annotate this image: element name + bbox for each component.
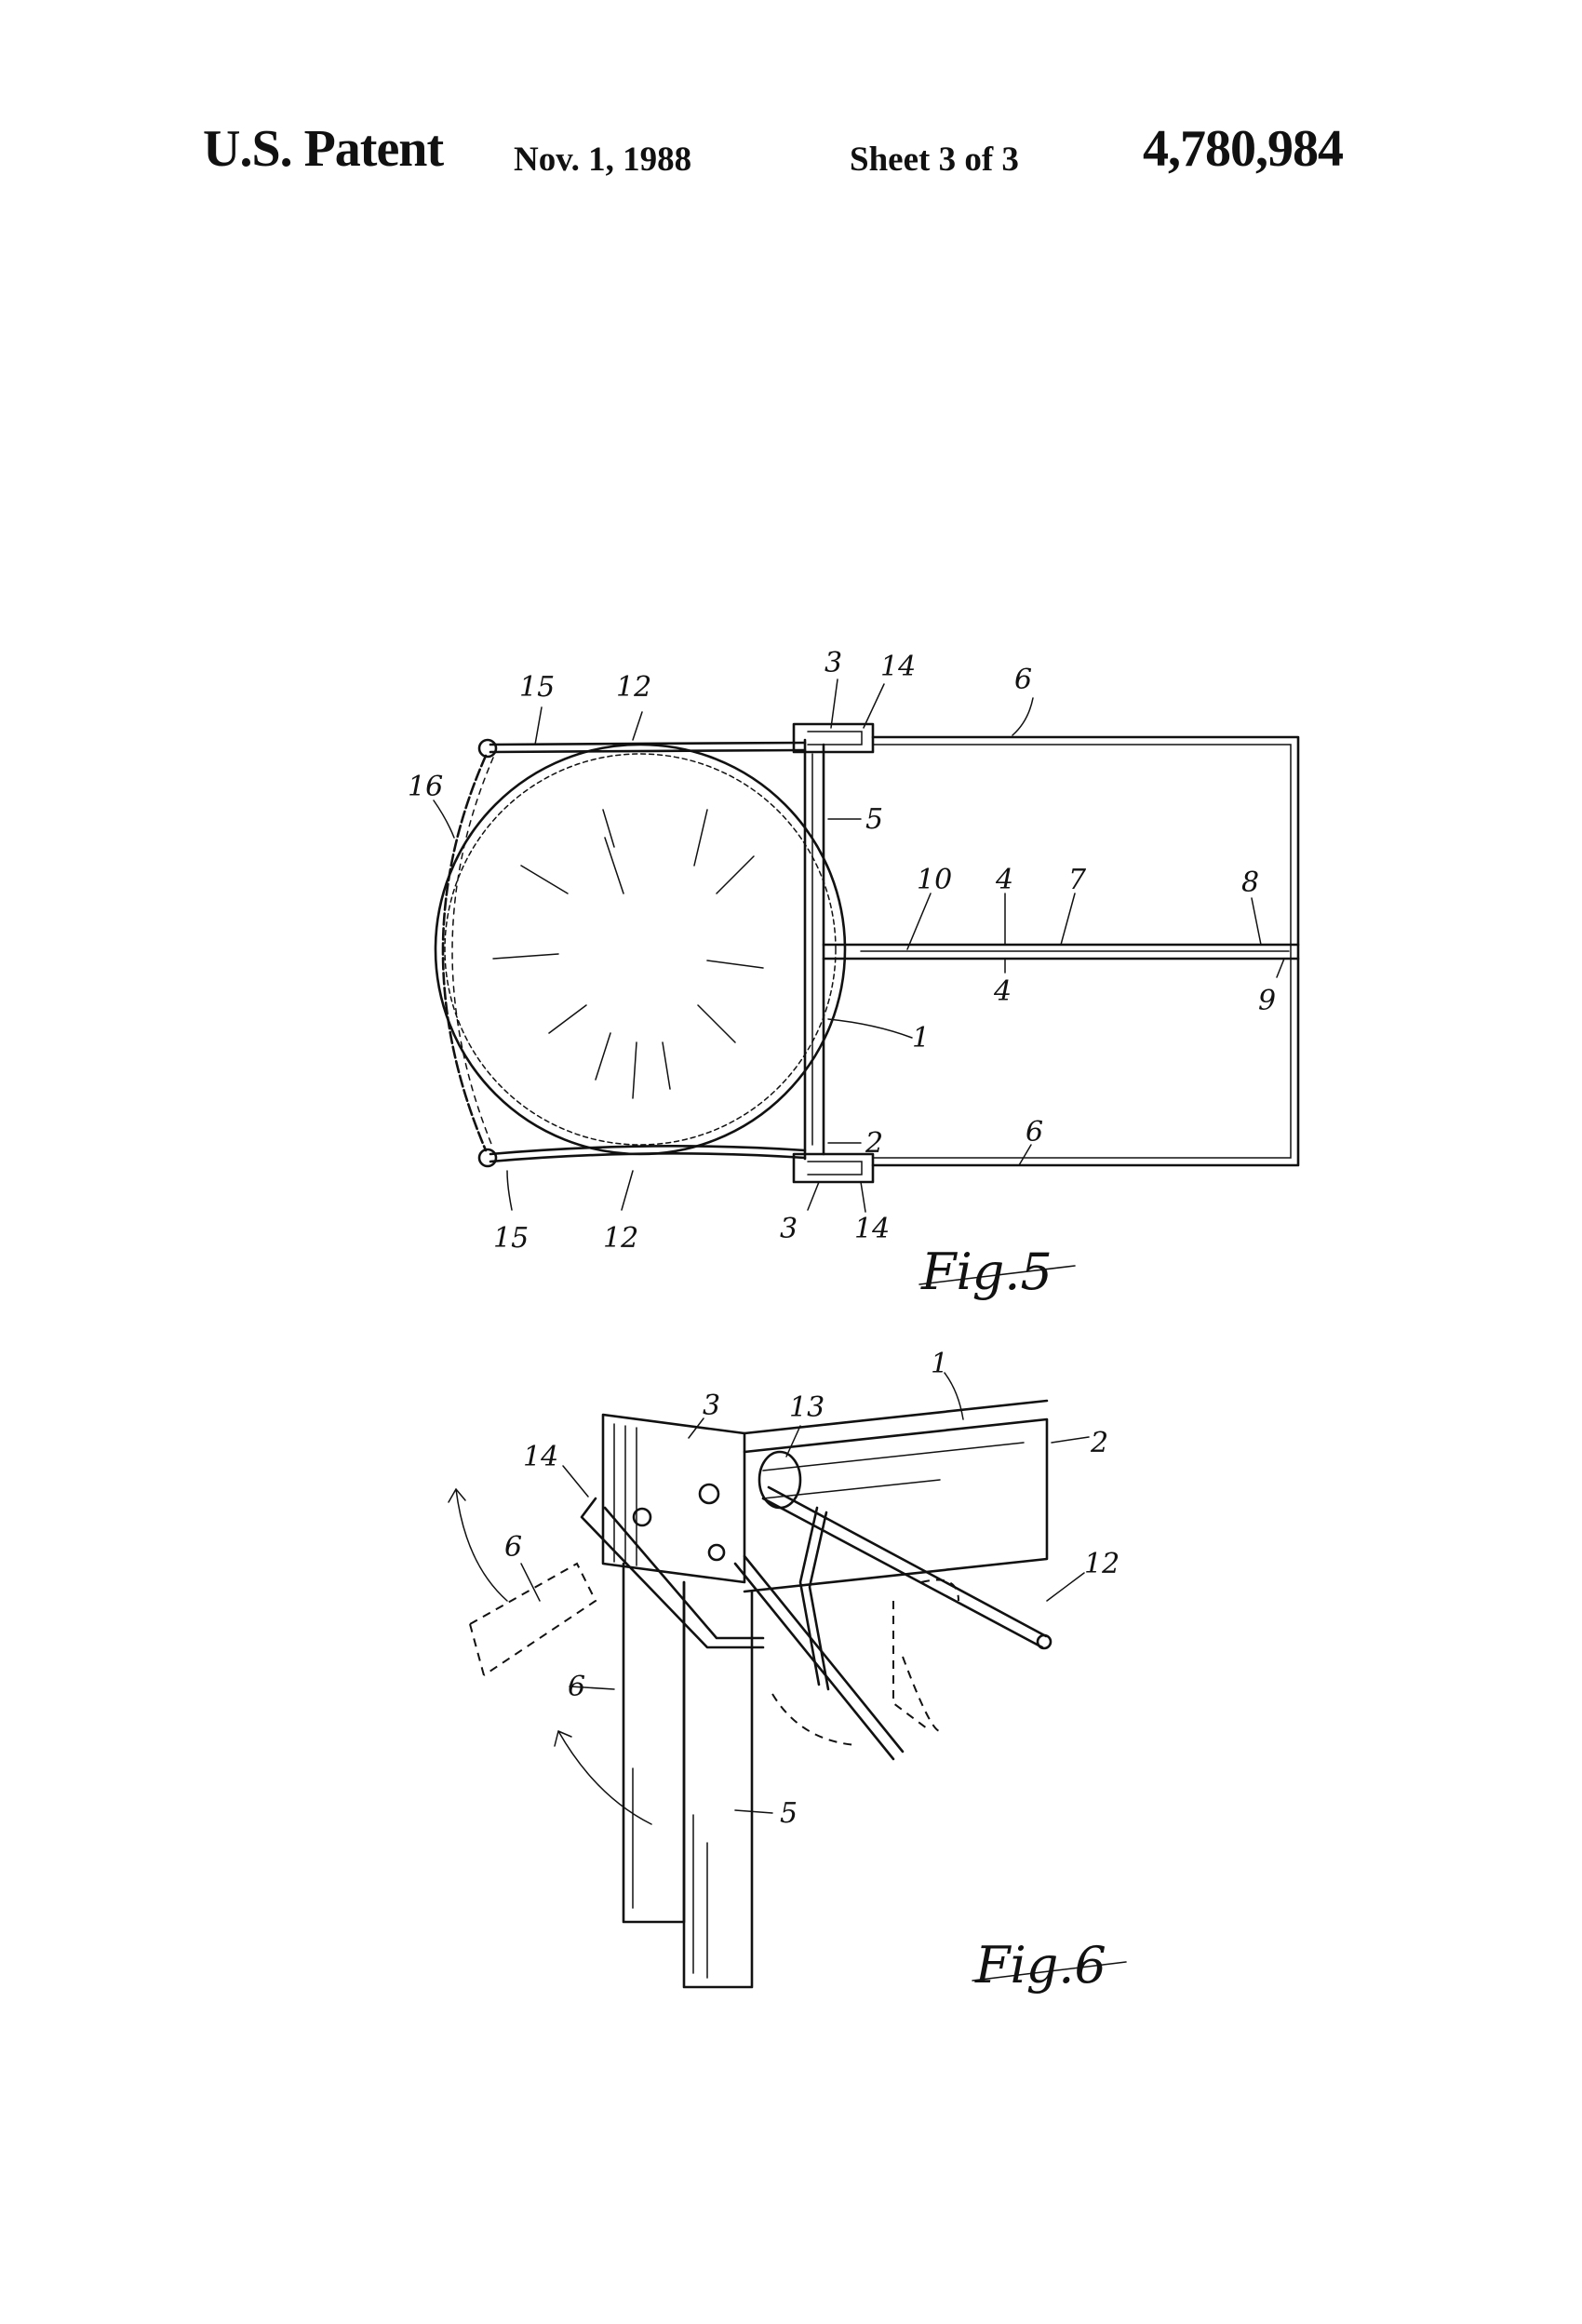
fig5-label-1: 1 xyxy=(912,1022,930,1055)
fig5-drum xyxy=(434,743,847,1156)
fig6-label-6b: 6 xyxy=(568,1671,585,1703)
fig5-label-15b: 15 xyxy=(493,1222,529,1255)
fig6-caption-underline xyxy=(972,1961,1127,1981)
fig6-caption: Fig.6 xyxy=(974,1936,1106,1995)
fig5-label-6b: 6 xyxy=(1026,1116,1043,1149)
fig5-label-14: 14 xyxy=(880,651,916,683)
fig6-leaders xyxy=(520,1372,1090,1814)
fig5-chain xyxy=(441,754,494,1152)
fig5-label-2: 2 xyxy=(865,1127,883,1160)
fig6-dashed-positions xyxy=(469,1562,959,1732)
fig6-handle-14 xyxy=(580,1497,765,1649)
fig5-label-8: 8 xyxy=(1241,866,1259,899)
fig6-label-14: 14 xyxy=(523,1441,558,1473)
fig5-reference-labels: 15 12 3 14 6 16 5 10 4 7 8 4 9 1 2 6 15 … xyxy=(408,647,1276,1255)
fig5-label-5: 5 xyxy=(865,803,883,836)
patent-header-title: U.S. Patent xyxy=(203,120,444,178)
patent-header-date: Nov. 1, 1988 xyxy=(514,141,692,179)
fig5-label-4: 4 xyxy=(995,864,1013,896)
fig5-label-12: 12 xyxy=(616,671,651,704)
fig6-label-13: 13 xyxy=(789,1391,825,1424)
fig5-leaders xyxy=(433,678,1285,1213)
patent-header-sheet: Sheet 3 of 3 xyxy=(850,141,1019,179)
fig6-label-2: 2 xyxy=(1090,1427,1108,1459)
fig5-label-7: 7 xyxy=(1068,864,1087,896)
fig5-label-3: 3 xyxy=(825,647,842,679)
fig5-label-4b: 4 xyxy=(993,975,1012,1008)
fig6-label-3: 3 xyxy=(703,1390,720,1422)
fig6-motion-arrows xyxy=(448,1488,857,1825)
fig6-plate-3 xyxy=(601,1413,746,1584)
fig5-label-14b: 14 xyxy=(854,1213,890,1245)
patent-header-number: 4,780,984 xyxy=(1143,120,1344,178)
fig5-label-3b: 3 xyxy=(780,1213,798,1245)
fig6-legs-5-6 xyxy=(622,1562,754,1989)
fig6-label-5: 5 xyxy=(780,1797,798,1830)
fig6-label-12: 12 xyxy=(1084,1548,1119,1580)
fig5-label-10: 10 xyxy=(917,864,952,896)
fig5-label-9: 9 xyxy=(1258,985,1276,1017)
fig5-label-16: 16 xyxy=(408,771,443,803)
fig6-reference-labels: 1 3 13 14 2 6 12 6 5 xyxy=(504,1348,1119,1830)
fig6-label-6: 6 xyxy=(504,1531,522,1564)
fig5-label-15: 15 xyxy=(519,671,555,704)
fig5-label-12b: 12 xyxy=(603,1222,638,1255)
fig6-label-1: 1 xyxy=(931,1348,948,1380)
fig6-ring-13 xyxy=(757,1450,830,1691)
fig5-caption-underline xyxy=(918,1265,1076,1285)
fig5-label-6: 6 xyxy=(1014,664,1032,696)
fig5-caption: Fig.5 xyxy=(920,1243,1052,1301)
fig6-bar-2 xyxy=(743,1399,1049,1593)
